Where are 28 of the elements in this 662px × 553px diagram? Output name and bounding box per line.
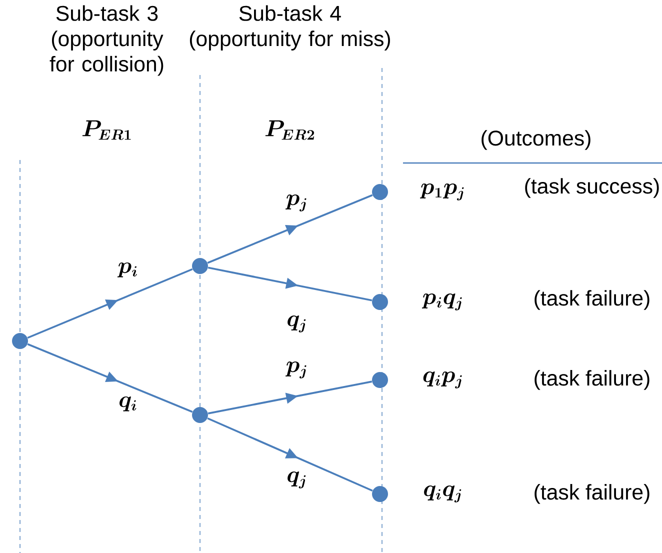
edge-label: $p_j$ xyxy=(284,193,310,213)
edge-label: $p_j$ xyxy=(284,360,310,380)
edge-label: $q_i$ xyxy=(117,395,139,413)
probability-formula: $P_{ER1}$ xyxy=(82,120,131,140)
edge-label: $q_j$ xyxy=(285,470,309,490)
branch-point xyxy=(372,486,388,502)
outcome-text: (task failure) xyxy=(534,484,650,504)
branch-point xyxy=(192,258,208,274)
outcome-text: (task failure) xyxy=(534,370,650,390)
branch-point xyxy=(372,184,388,200)
branch-point xyxy=(372,372,388,388)
branch-point xyxy=(372,294,388,310)
arrow xyxy=(207,417,373,492)
arrow xyxy=(208,266,372,302)
outcome-text: (task success) xyxy=(525,178,659,198)
probability-formula: $P_{ER2}$ xyxy=(265,120,314,140)
arrow xyxy=(207,194,373,264)
column-heading: Sub-task 3 (opportunity for collision) xyxy=(50,5,164,76)
outcomes-heading: (Outcomes) xyxy=(482,130,590,150)
arrow xyxy=(27,343,193,413)
branch-point xyxy=(192,407,208,423)
column-heading: Sub-task 4 (opportunity for miss) xyxy=(190,5,390,50)
branch-point xyxy=(12,333,28,349)
edge-label: $p_i$ xyxy=(116,261,140,279)
arrow xyxy=(27,268,193,339)
edge-label: $q_j$ xyxy=(285,314,309,334)
arrow xyxy=(208,380,372,414)
outcome-text: (task failure) xyxy=(534,290,650,310)
